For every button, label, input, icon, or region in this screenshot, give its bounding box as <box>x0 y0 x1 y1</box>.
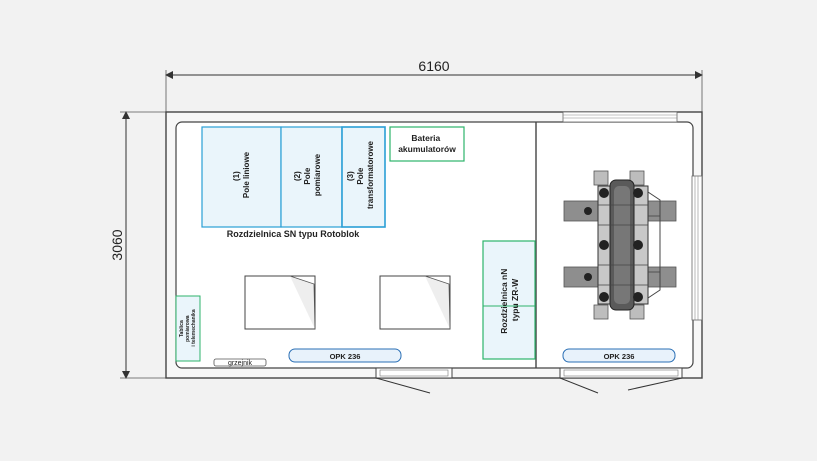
nn-switchgear: Rozdzielnica nN typu ZR-W <box>482 240 536 360</box>
heater: grzejnik <box>213 358 267 367</box>
top-vent <box>562 111 678 123</box>
heater-label: grzejnik <box>228 360 253 367</box>
sn-field-3-label: (3) Pole transformatorowe <box>346 140 375 209</box>
vent-left-label: OPK 236 <box>330 352 361 361</box>
door-left <box>375 367 453 394</box>
height-label: 3060 <box>109 229 125 260</box>
sn-switchgear: (1) Pole liniowe (2) Pole pomiarowe (3) … <box>201 126 386 239</box>
nn-switchgear-label: Rozdzielnica nN typu ZR-W <box>499 266 520 334</box>
vent-grille-right: OPK 236 <box>562 348 676 363</box>
battery-label: Bateria akumulatorów <box>398 133 456 154</box>
vent-grille-left: OPK 236 <box>288 348 402 363</box>
side-vent <box>691 175 703 321</box>
width-dimension: 6160 <box>165 58 703 112</box>
sn-switchgear-title: Rozdzielnica SN typu Rotoblok <box>227 229 360 239</box>
sn-field-2 <box>280 126 343 228</box>
width-label: 6160 <box>418 58 449 74</box>
transformer <box>563 170 677 320</box>
vent-right-label: OPK 236 <box>604 352 635 361</box>
floor-opening-left <box>244 275 316 330</box>
sn-field-2-label: (2) Pole pomiarowe <box>293 153 322 196</box>
board-label: Tablica pomiarowa i telemechanika <box>179 309 197 346</box>
measurement-board: Tablica pomiarowa i telemechanika <box>175 295 201 362</box>
sn-field-3 <box>341 126 386 228</box>
sn-field-1-label: (1) Pole liniowe <box>232 151 251 198</box>
battery-cabinet: Bateria akumulatorów <box>389 126 465 162</box>
floor-opening-right <box>379 275 451 330</box>
height-dimension: 3060 <box>109 111 166 379</box>
door-right <box>559 367 683 394</box>
